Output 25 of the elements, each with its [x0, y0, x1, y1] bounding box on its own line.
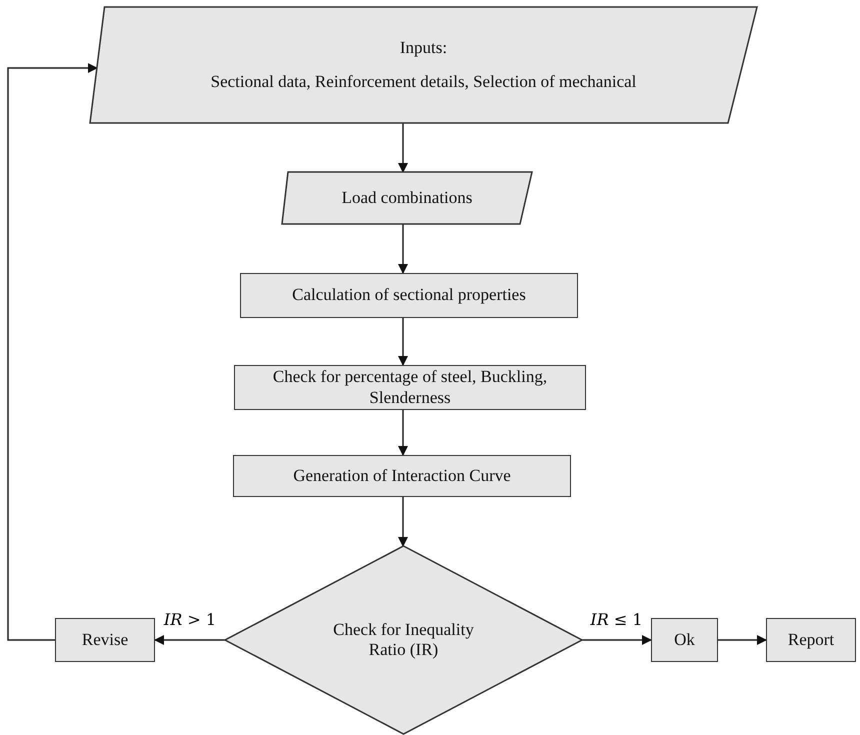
process-box — [234, 365, 586, 410]
process-box — [55, 618, 155, 662]
arrow — [718, 635, 767, 645]
node-text: Check for Inequality Ratio (IR) — [332, 620, 475, 660]
node-text: Revise — [82, 630, 128, 650]
node-text: Ok — [674, 630, 695, 650]
arrow — [7, 63, 98, 641]
process-box — [766, 618, 856, 662]
process-box — [240, 273, 578, 318]
node-text: Inputs: — [400, 38, 448, 58]
arrow — [398, 318, 408, 366]
arrow — [398, 497, 408, 547]
arrow — [398, 224, 408, 274]
arrow — [398, 123, 408, 173]
node-text: Load combinations — [342, 188, 472, 208]
node-text: Generation of Interaction Curve — [293, 466, 511, 486]
arrow — [398, 410, 408, 456]
arrow — [582, 635, 652, 645]
node-text: Calculation of sectional properties — [292, 285, 526, 306]
process-box — [651, 618, 718, 662]
node-text: Sectional data, Reinforcement details, Selection of mechanical — [210, 72, 636, 92]
node-text: Check for percentage of steel, Buckling, Slenderness — [272, 367, 548, 408]
node-text: Report — [788, 630, 834, 650]
process-box — [233, 455, 571, 497]
arrow — [154, 635, 225, 645]
